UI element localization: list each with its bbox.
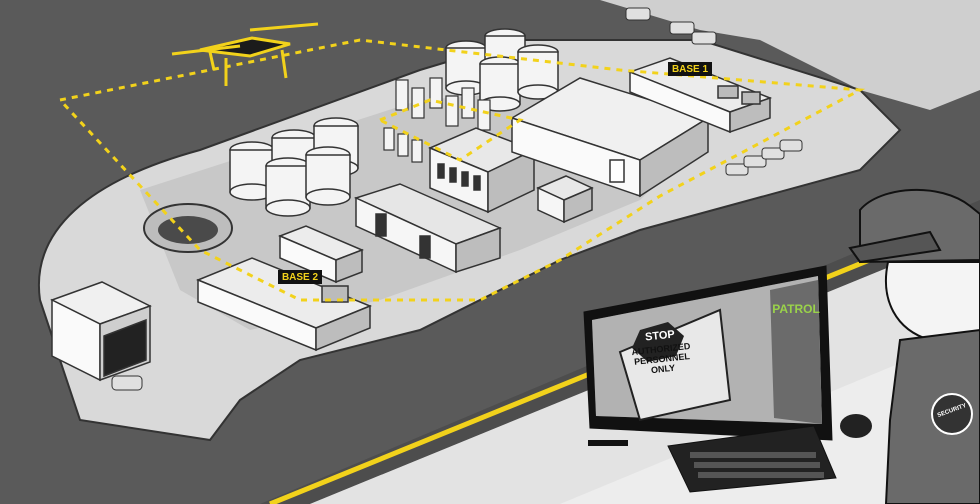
central-building [428,127,536,214]
warehouse-middle [353,183,503,274]
base1-building [627,57,773,134]
small-tanks [383,77,491,163]
label-base1: BASE 1 [668,62,712,76]
patrol-route-inner [379,98,524,162]
pond-water [158,216,218,244]
parked-cars [111,7,803,391]
base2-building [196,257,372,352]
label-base2-text: BASE 2 [281,271,319,283]
label-base2: BASE 2 [278,270,322,284]
drone-icon [171,22,319,86]
monitor [583,265,833,446]
stop-sign-text: STOP [644,328,676,344]
keyboard-keys [690,452,824,478]
small-shed [536,175,594,224]
patrol-route [58,38,866,302]
patrol-button-label: PATROL [772,302,820,316]
garage [50,281,152,382]
mouse[interactable] [840,414,872,438]
tank-group-left [229,117,359,217]
label-base1-text: BASE 1 [671,63,709,75]
small-building-base2 [278,225,364,284]
security-guard [848,189,980,504]
parking-lot-top [600,0,980,110]
warehouse-large [510,77,710,198]
patrol-button[interactable]: PATROL [772,300,820,318]
